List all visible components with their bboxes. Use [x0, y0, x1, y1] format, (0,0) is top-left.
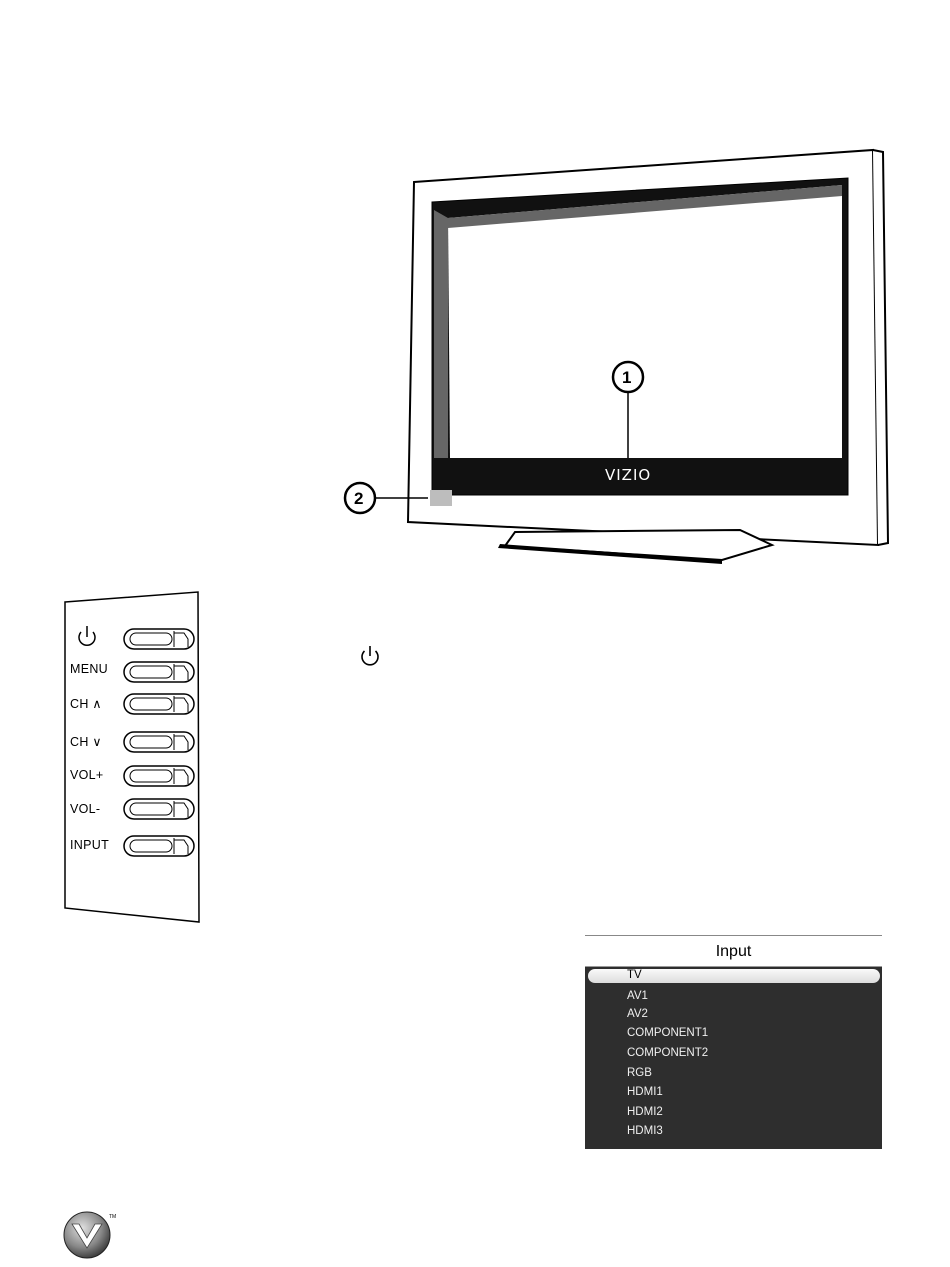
power-icon: [358, 644, 382, 668]
input-button[interactable]: [122, 834, 196, 858]
input-item-hdmi1[interactable]: HDMI1: [627, 1086, 663, 1098]
channel-up-label: CH ∧: [70, 696, 122, 711]
tv-illustration: VIZIO 1 2: [330, 140, 890, 570]
power-button[interactable]: [122, 627, 196, 651]
volume-down-label: VOL-: [70, 802, 122, 816]
channel-up-button[interactable]: [122, 692, 196, 716]
volume-up-label: VOL+: [70, 768, 122, 782]
input-item-hdmi3[interactable]: HDMI3: [627, 1125, 663, 1137]
volume-up-button[interactable]: [122, 764, 196, 788]
menu-button[interactable]: [122, 660, 196, 684]
tv-brand-text: VIZIO: [605, 466, 651, 484]
menu-label: MENU: [70, 662, 122, 676]
input-item-component1[interactable]: COMPONENT1: [627, 1027, 708, 1039]
channel-down-label: CH ∨: [70, 734, 122, 749]
input-item-av1[interactable]: AV1: [627, 990, 648, 1002]
input-item-component2[interactable]: COMPONENT2: [627, 1047, 708, 1059]
input-menu-title: Input: [585, 936, 882, 967]
volume-down-button[interactable]: [122, 797, 196, 821]
channel-down-button[interactable]: [122, 730, 196, 754]
input-label: INPUT: [70, 838, 122, 852]
input-item-rgb[interactable]: RGB: [627, 1067, 652, 1079]
callout-2-number: 2: [354, 489, 363, 508]
vizio-v-logo-icon: TM: [62, 1210, 122, 1260]
input-item-tv[interactable]: TV: [627, 969, 642, 981]
input-menu: Input TV AV1 AV2 COMPONENT1 COMPONENT2 R…: [585, 935, 882, 1149]
svg-text:TM: TM: [109, 1214, 116, 1220]
input-item-av2[interactable]: AV2: [627, 1008, 648, 1020]
remote-sensor: [430, 490, 452, 506]
input-item-hdmi2[interactable]: HDMI2: [627, 1106, 663, 1118]
callout-1-number: 1: [622, 368, 631, 387]
